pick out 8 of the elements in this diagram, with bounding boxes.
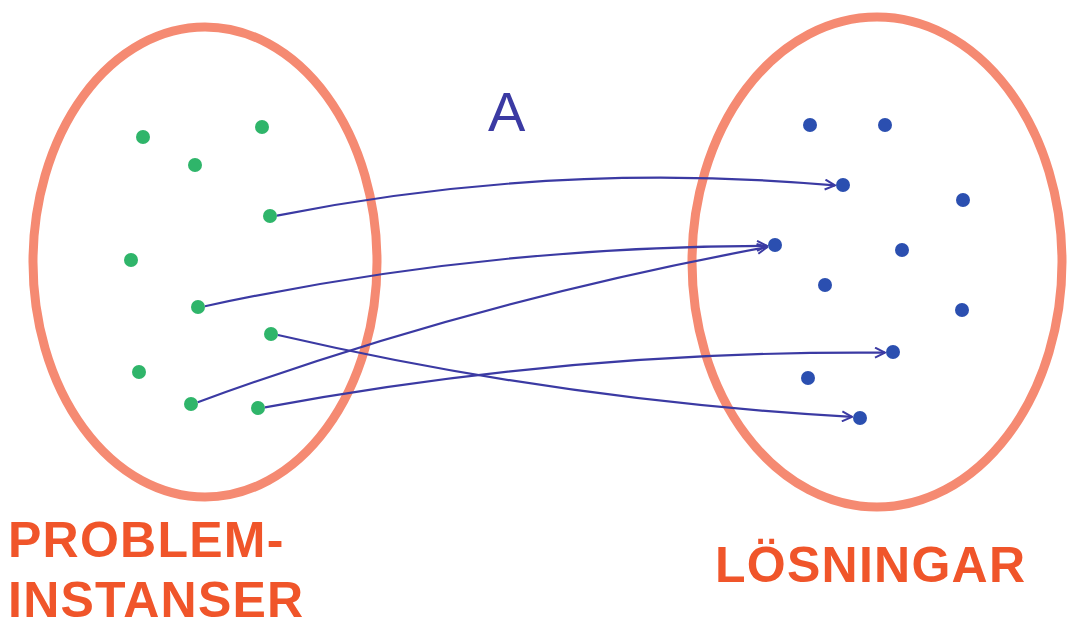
- function-label: A: [488, 80, 526, 144]
- set-label: PROBLEM- INSTANSER: [8, 511, 306, 630]
- arrow: [276, 176, 836, 217]
- arrow: [277, 333, 854, 423]
- set-label: LÖSNINGAR: [715, 536, 1028, 595]
- arrow: [204, 239, 769, 308]
- arrow: [197, 243, 769, 404]
- arrow: [264, 346, 887, 409]
